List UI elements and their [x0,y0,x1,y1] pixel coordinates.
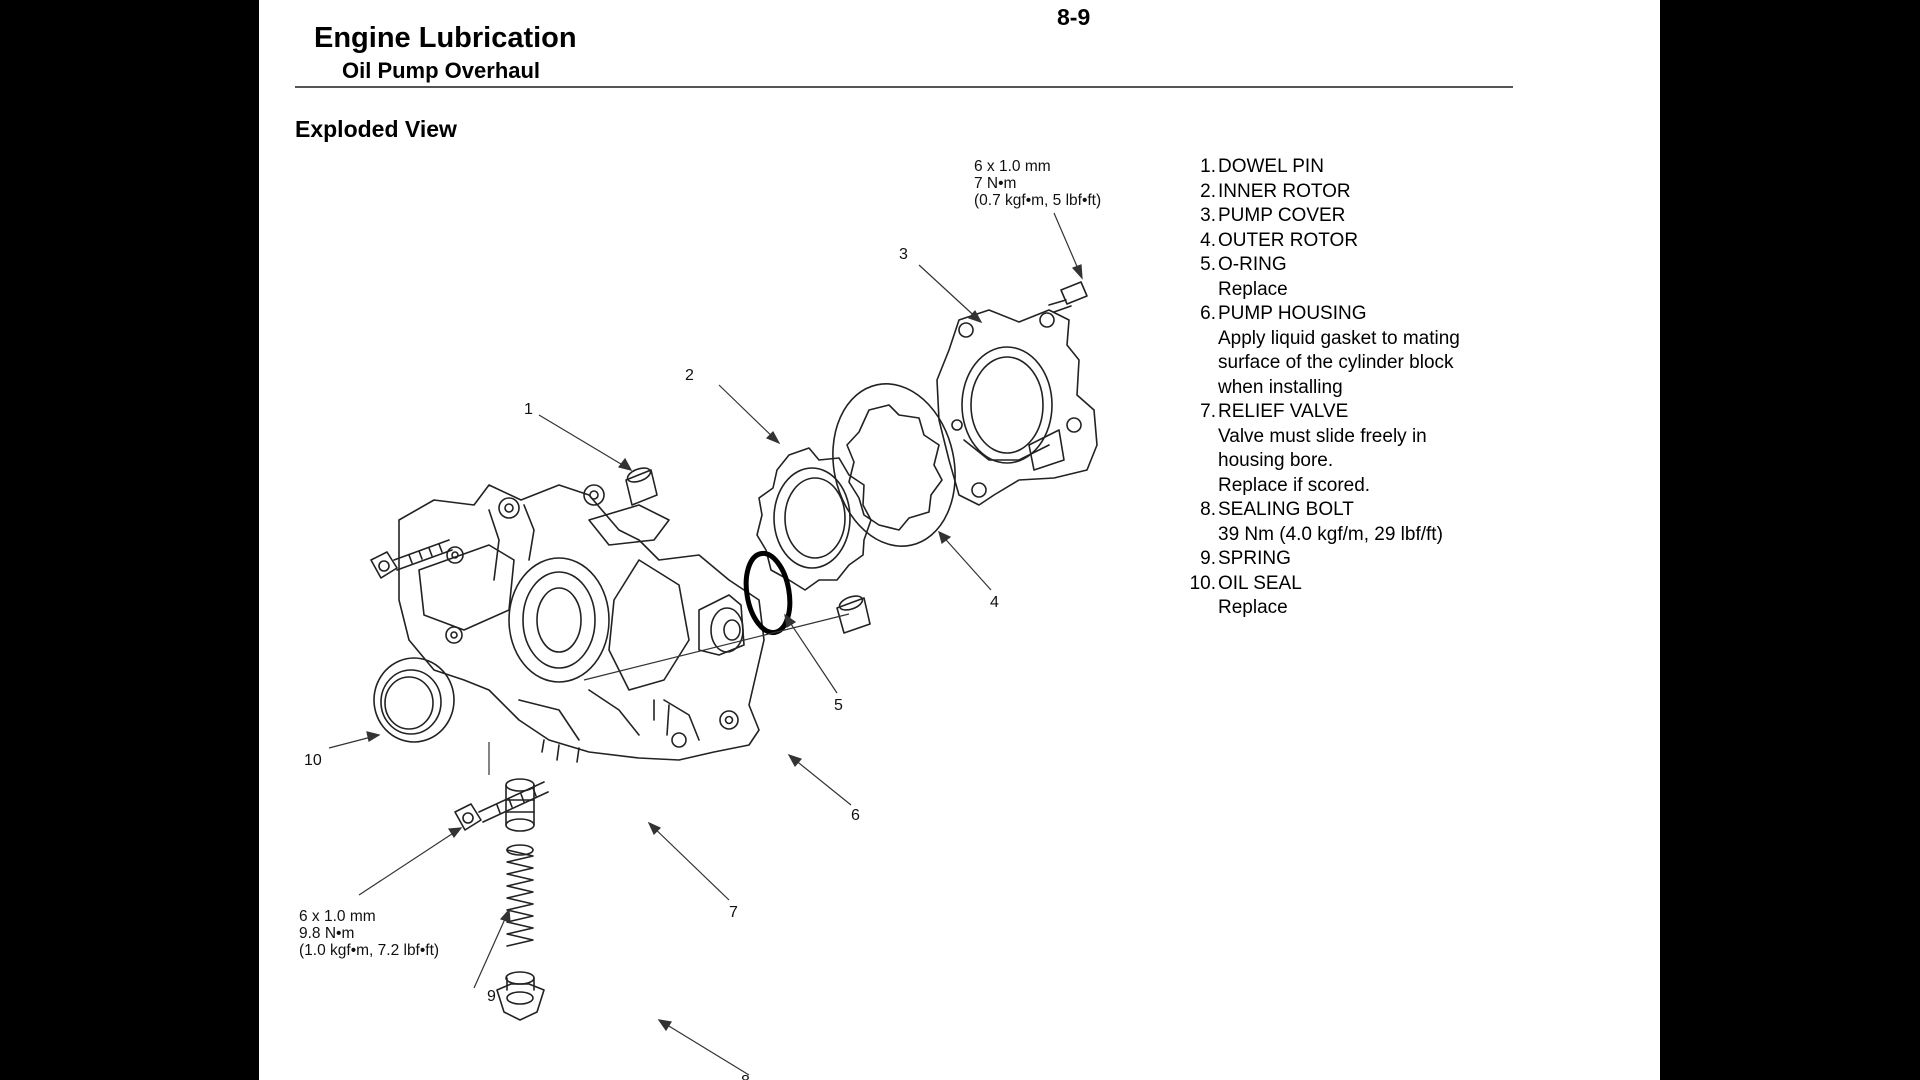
legend-item: 1.DOWEL PIN [1167,155,1567,180]
sealing-bolt-drawing [496,971,545,1021]
callout-9: 9 [487,988,496,1005]
pump-cover-drawing [936,309,1098,506]
torque-top-size: 6 x 1.0 mm [974,158,1051,175]
manual-page: 8-9 Engine Lubrication Oil Pump Overhaul… [259,0,1660,1080]
legend-part-name: PUMP HOUSING [1218,303,1367,324]
legend-note: Replace if scored. [1218,474,1371,496]
dowel-pin-2-drawing [836,595,871,634]
legend-item: 2.INNER ROTOR [1167,180,1567,205]
torque-bottom-size: 6 x 1.0 mm [299,908,376,925]
callout-7: 7 [729,904,738,921]
legend-item: 9.SPRING [1167,547,1567,572]
legend-note: Apply liquid gasket to mating [1218,327,1460,349]
legend-item: 7.RELIEF VALVE Valve must slide freely in… [1167,400,1567,498]
spring-drawing [506,844,534,947]
legend-note: when installing [1218,376,1343,398]
legend-number: 1. [1200,156,1216,177]
callout-1: 1 [524,401,533,418]
callout-10: 10 [304,752,322,769]
legend-note: 39 Nm (4.0 kgf/m, 29 lbf/ft) [1218,523,1443,545]
cover-screw-drawing [1048,281,1088,313]
page-subtitle: Oil Pump Overhaul [342,58,541,83]
callout-6: 6 [851,807,860,824]
legend-part-name: SPRING [1218,548,1291,569]
legend-item: 6.PUMP HOUSING Apply liquid gasket to mat… [1167,302,1567,400]
legend-part-name: O-RING [1218,254,1287,275]
legend-part-name: SEALING BOLT [1218,499,1354,520]
section-title: Exploded View [295,116,457,142]
dowel-pin-drawing [625,467,658,506]
legend-note: Replace [1218,597,1288,618]
oil-seal-drawing [373,657,455,743]
legend-note: Valve must slide freely in [1218,425,1427,447]
legend-note: Replace [1218,278,1288,300]
torque-top-nm: 7 N•m [974,175,1016,192]
legend-number: 10. [1189,572,1216,594]
legend-part-name: INNER ROTOR [1218,180,1351,202]
legend-number: 5. [1200,254,1216,275]
exploded-view-diagram: 1 2 3 4 5 6 7 8 9 10 6 x 1.0 mm 7 N•m (0… [299,158,1101,1080]
legend-item: 10.OIL SEAL Replace [1167,572,1567,621]
lower-bolt-drawing [454,781,549,831]
legend-item: 8.SEALING BOLT 39 Nm (4.0 kgf/m, 29 lbf/f… [1167,498,1567,547]
upper-bolt-drawing [370,539,453,579]
legend-number: 6. [1200,303,1216,324]
legend-number: 2. [1200,180,1216,202]
callout-8: 8 [741,1073,750,1080]
parts-legend: 1.DOWEL PIN 2.INNER ROTOR 3.PUMP COVER 4… [1167,155,1567,621]
callout-3: 3 [899,246,908,263]
header-divider [295,86,1513,88]
inner-rotor-drawing [756,447,872,591]
legend-number: 7. [1200,401,1216,422]
legend-number: 4. [1200,229,1216,251]
legend-item: 4.OUTER ROTOR [1167,229,1567,254]
legend-part-name: RELIEF VALVE [1218,401,1349,422]
legend-number: 8. [1200,499,1216,520]
legend-item: 3.PUMP COVER [1167,204,1567,229]
legend-number: 3. [1200,205,1216,226]
page-title: Engine Lubrication [314,22,577,54]
outer-rotor-drawing [832,383,956,547]
callout-4: 4 [990,594,999,611]
callout-2: 2 [685,367,694,384]
legend-number: 9. [1200,548,1216,569]
legend-part-name: OIL SEAL [1218,572,1302,594]
legend-part-name: DOWEL PIN [1218,156,1324,177]
pump-housing-drawing [398,484,765,763]
torque-top-kgf: (0.7 kgf•m, 5 lbf•ft) [974,192,1101,209]
page-number: 8-9 [1057,4,1091,30]
legend-item: 5.O-RING Replace [1167,253,1567,302]
legend-note: surface of the cylinder block [1218,352,1454,373]
callout-5: 5 [834,697,843,714]
legend-part-name: OUTER ROTOR [1218,229,1359,251]
legend-part-name: PUMP COVER [1218,205,1346,226]
torque-bottom-kgf: (1.0 kgf•m, 7.2 lbf•ft) [299,942,439,959]
torque-bottom-nm: 9.8 N•m [299,925,354,942]
legend-note: housing bore. [1218,450,1334,471]
relief-valve-drawing [505,778,535,832]
